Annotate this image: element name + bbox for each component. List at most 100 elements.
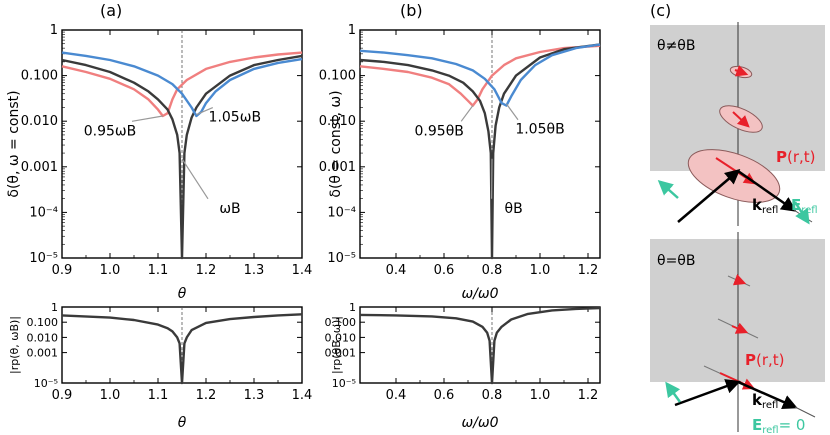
y-tick-label: 1 <box>51 301 58 314</box>
dipole-arrow-2 <box>732 111 750 128</box>
y-tick-label: 0.001 <box>325 347 357 360</box>
incident-ray-bottom <box>674 379 741 407</box>
y-axis-label: |rp(θ, ωB)| <box>8 316 21 374</box>
chart-a-top: 0.9 1.0 1.1 1.2 1.3 1.4 10⁻⁵ 10⁻⁴ 0.001 0.010 0.10… <box>6 23 312 302</box>
annotation-label: 0.95ωB <box>84 123 137 139</box>
series-line-blue <box>359 43 601 107</box>
reflected-field-top <box>793 201 810 225</box>
x-tick-label: 1.4 <box>292 388 313 403</box>
panel-label-a: (a) <box>100 1 122 20</box>
x-axis-label: ω/ω0 <box>461 415 498 431</box>
series-line-blue <box>61 51 303 118</box>
k-refl-label-top: krefl <box>752 196 778 216</box>
y-axis-label: δ(θ, ω = const) <box>6 90 22 197</box>
e-refl-label-top: Erefl <box>791 196 818 216</box>
y-axis-label: |rp(θB, ω)| <box>330 316 343 374</box>
annotation-leader <box>196 107 214 116</box>
y-tick-label: 1 <box>349 301 356 314</box>
y-tick-label: 0.100 <box>21 69 58 84</box>
x-tick-label: 1.0 <box>530 388 551 403</box>
x-tick-label: 0.9 <box>52 388 73 403</box>
y-tick-label: 10⁻⁴ <box>29 205 58 220</box>
y-tick-label: 10⁻⁴ <box>327 205 356 220</box>
series-line-central <box>359 43 601 260</box>
y-tick-label: 0.001 <box>21 160 58 175</box>
k-refl-label-bottom: krefl <box>752 391 778 411</box>
y-tick-label: 0.001 <box>27 347 59 360</box>
x-tick-label: 1.0 <box>100 388 121 403</box>
condition-label-top: θ≠θB <box>657 38 695 54</box>
x-tick-label: 1.0 <box>530 263 551 278</box>
series-line-central <box>61 54 303 260</box>
condition-label-bottom: θ=θB <box>657 253 695 269</box>
incident-ray-top <box>677 169 741 223</box>
x-tick-label: 1.2 <box>196 388 217 403</box>
x-tick-label: 0.9 <box>52 263 73 278</box>
panel-label-b: (b) <box>400 1 423 20</box>
y-tick-label: 0.100 <box>319 69 356 84</box>
dipole-arrow-b1 <box>732 274 747 286</box>
annotation-label: 0.95θB <box>415 123 464 139</box>
plot-frame <box>359 29 601 259</box>
y-tick-label: 0.010 <box>21 114 58 129</box>
x-tick-label: 0.4 <box>386 263 407 278</box>
y-tick-label: 10⁻⁵ <box>34 377 58 390</box>
reflected-ray-bottom <box>737 380 798 410</box>
polarization-label-top: P(r,t) <box>776 148 816 166</box>
panel-label-c: (c) <box>650 1 671 20</box>
series-line-red <box>359 44 601 107</box>
series-line-central <box>359 306 601 385</box>
x-tick-label: 0.8 <box>482 388 503 403</box>
y-axis-label: δ(θ = const, ω) <box>328 90 344 197</box>
x-tick-label: 0.6 <box>434 263 455 278</box>
x-tick-label: 1.1 <box>148 388 169 403</box>
x-axis-label: θ <box>178 286 187 302</box>
x-tick-label: 0.8 <box>482 263 503 278</box>
x-tick-label: 1.0 <box>100 263 121 278</box>
dipole-arrow-1 <box>734 65 749 77</box>
x-tick-label: 0.6 <box>434 388 455 403</box>
y-tick-label: 0.100 <box>325 316 357 329</box>
x-tick-label: 1.2 <box>578 388 599 403</box>
annotation-leader <box>181 158 209 200</box>
x-tick-label: 0.4 <box>386 388 407 403</box>
y-tick-label: 0.010 <box>325 331 357 344</box>
x-axis-label: ω/ω0 <box>461 286 498 302</box>
y-tick-label: 0.010 <box>319 114 356 129</box>
annotation-leader <box>131 115 163 122</box>
annotation-label: θB <box>505 201 523 217</box>
x-tick-label: 1.1 <box>148 263 169 278</box>
annotation-label: 1.05ωB <box>209 110 262 126</box>
x-tick-label: 1.4 <box>292 263 313 278</box>
y-tick-label: 10⁻⁵ <box>29 251 58 266</box>
y-tick-label: 10⁻⁵ <box>332 377 356 390</box>
series-line-red <box>61 51 303 118</box>
ray-extension-bottom <box>794 406 816 418</box>
y-tick-label: 1 <box>348 23 356 38</box>
plot-frame <box>359 306 601 384</box>
x-tick-label: 1.3 <box>244 263 265 278</box>
annotation-label: ωB <box>219 201 240 217</box>
chart-a-bottom: 0.9 1.0 1.1 1.2 1.3 1.4 10⁻⁵ 0.001 0.010 0.100 1 θ |… <box>8 301 312 431</box>
y-tick-label: 1 <box>50 23 58 38</box>
series-line-central <box>61 313 303 385</box>
y-tick-label: 0.010 <box>27 331 59 344</box>
x-tick-label: 1.3 <box>244 388 265 403</box>
x-tick-label: 1.2 <box>578 263 599 278</box>
x-tick-label: 1.2 <box>196 263 217 278</box>
x-axis-label: θ <box>178 415 187 431</box>
chart-b-bottom: 0.4 0.6 0.8 1.0 1.2 10⁻⁵ 0.001 0.010 0.100 1 ω/ω0 |… <box>325 301 601 431</box>
diagram-panel-c: θ≠θB P(r,t) krefl Erefl θ=θB P( <box>650 22 825 435</box>
e-refl-label-bottom: Erefl= 0 <box>752 416 805 435</box>
annotation-leader <box>460 105 474 122</box>
y-tick-label: 0.100 <box>27 316 59 329</box>
annotation-label: 1.05θB <box>515 122 564 138</box>
annotation-leader <box>505 103 519 121</box>
y-tick-label: 10⁻⁵ <box>327 251 356 266</box>
incident-field-top <box>657 180 679 199</box>
dipole-arrow-b2 <box>731 322 749 334</box>
incident-field-bottom <box>665 381 682 403</box>
reflected-ray-top <box>737 169 797 212</box>
